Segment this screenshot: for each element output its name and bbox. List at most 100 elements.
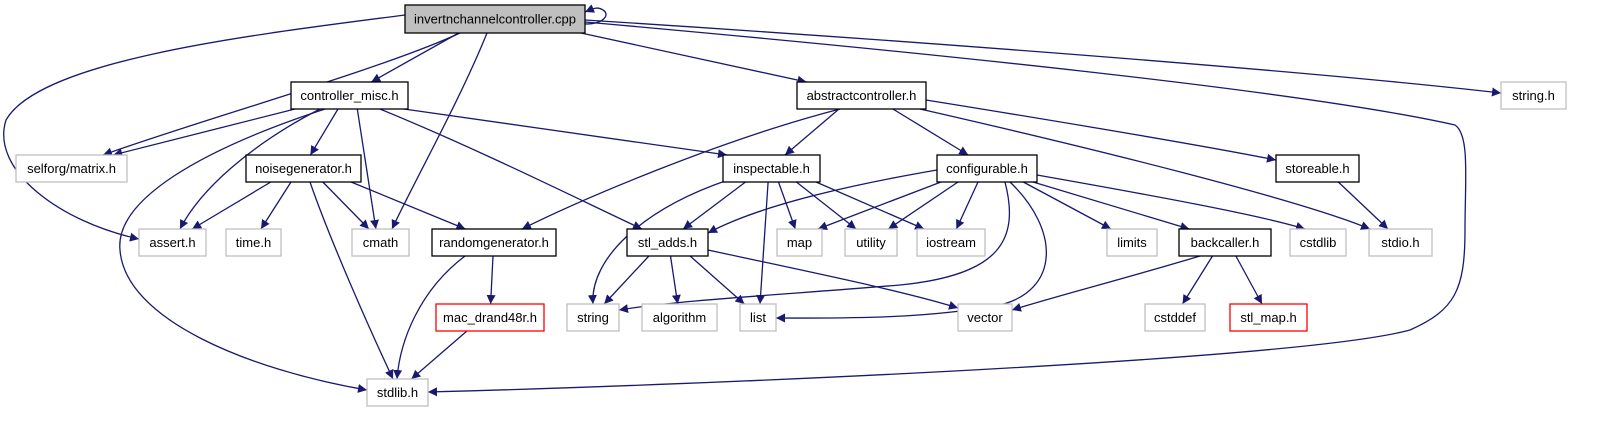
edge-noisegenerator-to-stdlib: [309, 181, 394, 380]
node-randomgenerator[interactable]: randomgenerator.h: [431, 228, 557, 257]
node-time: time.h: [225, 228, 282, 257]
edge-configurable-to-limits: [1022, 181, 1112, 230]
node-label: iostream: [926, 235, 976, 250]
node-label: inspectable.h: [733, 161, 810, 176]
node-matrix: selforg/matrix.h: [15, 154, 128, 183]
node-box: [1106, 228, 1158, 257]
edge-backcaller-to-vector: [1011, 255, 1201, 312]
node-assert: assert.h: [138, 228, 207, 257]
edge-backcaller-to-stl-map: [1235, 255, 1263, 305]
node-stl-adds[interactable]: stl_adds.h: [626, 228, 709, 257]
edge-abstractcontroller-to-randomgenerator: [521, 108, 841, 230]
node-inspectable[interactable]: inspectable.h: [722, 154, 821, 183]
node-label: randomgenerator.h: [439, 235, 549, 250]
node-utility: utility: [844, 228, 898, 257]
edge-root-to-cmath: [391, 32, 488, 230]
node-algorithm: algorithm: [641, 303, 718, 332]
node-box: [1289, 228, 1347, 257]
node-map: map: [776, 228, 823, 257]
node-label: list: [750, 310, 766, 325]
node-box: [404, 4, 586, 34]
edge-root-to-matrix: [102, 32, 461, 157]
edge-randomgenerator-to-mac-drand48r: [486, 255, 496, 305]
edge-noisegenerator-to-randomgenerator: [350, 181, 466, 230]
node-label: limits: [1117, 235, 1147, 250]
node-box: [1275, 154, 1360, 183]
node-root: invertnchannelcontroller.cpp: [404, 4, 586, 34]
node-storeable[interactable]: storeable.h: [1275, 154, 1360, 183]
node-box: [796, 81, 927, 110]
node-box: [957, 303, 1013, 332]
node-label: stdio.h: [1381, 235, 1419, 250]
edge-inspectable-to-utility: [795, 181, 857, 230]
node-label: mac_drand48r.h: [443, 310, 537, 325]
node-box: [844, 228, 898, 257]
node-vector: vector: [957, 303, 1013, 332]
node-label: controller_misc.h: [300, 88, 398, 103]
node-label: configurable.h: [946, 161, 1028, 176]
node-label: selforg/matrix.h: [27, 161, 116, 176]
node-label: map: [787, 235, 812, 250]
node-stl-map: stl_map.h: [1229, 303, 1308, 332]
node-configurable[interactable]: configurable.h: [936, 154, 1038, 183]
node-controller-misc[interactable]: controller_misc.h: [290, 81, 409, 110]
edge-abstractcontroller-to-configurable: [892, 108, 969, 156]
edge-noisegenerator-to-time: [260, 181, 292, 230]
edge-configurable-to-utility: [888, 181, 959, 230]
edge-root-to-string-h: [584, 19, 1502, 97]
node-box: [15, 154, 128, 183]
edge-configurable-to-iostream: [955, 181, 979, 230]
node-mac-drand48r: mac_drand48r.h: [435, 303, 545, 332]
nodes-layer: invertnchannelcontroller.cpp controller_m…: [15, 4, 1567, 407]
node-label: abstractcontroller.h: [807, 88, 917, 103]
edge-controller-misc-to-stl-adds: [379, 108, 643, 230]
edge-controller-misc-to-matrix: [113, 108, 296, 158]
node-box: [366, 378, 429, 407]
edge-configurable-to-backcaller: [1032, 181, 1190, 231]
node-label: algorithm: [653, 310, 706, 325]
node-label: cstdlib: [1300, 235, 1337, 250]
node-label: vector: [967, 310, 1003, 325]
node-label: utility: [856, 235, 886, 250]
node-box: [626, 228, 709, 257]
edge-abstractcontroller-to-storeable: [925, 99, 1277, 163]
edge-stl-adds-to-vector: [707, 249, 959, 310]
node-cmath: cmath: [351, 228, 410, 257]
edge-root-to-stdlib: [427, 21, 1467, 397]
node-label: invertnchannelcontroller.cpp: [414, 12, 576, 27]
edge-configurable-to-string: [618, 181, 1011, 313]
edge-inspectable-to-list: [756, 181, 769, 305]
node-cstddef: cstddef: [1144, 303, 1206, 332]
edge-randomgenerator-to-stdlib: [393, 255, 466, 380]
node-limits: limits: [1106, 228, 1158, 257]
edge-controller-misc-to-stdlib: [119, 108, 368, 393]
edge-abstractcontroller-to-inspectable: [784, 108, 840, 156]
edge-stl-adds-to-algorithm: [669, 255, 681, 305]
node-label: backcaller.h: [1191, 235, 1260, 250]
edge-inspectable-to-stl-adds: [682, 181, 746, 230]
node-iostream: iostream: [916, 228, 986, 257]
node-backcaller[interactable]: backcaller.h: [1178, 228, 1272, 257]
node-label: noisegenerator.h: [255, 161, 352, 176]
node-box: [1368, 228, 1433, 257]
edge-root-to-abstractcontroller: [580, 32, 807, 85]
edge-configurable-to-stl-adds: [707, 169, 938, 234]
node-stdlib: stdlib.h: [366, 378, 429, 407]
edges-layer: [3, 4, 1502, 397]
node-box: [351, 228, 410, 257]
node-box: [776, 228, 823, 257]
edge-inspectable-to-iostream: [815, 181, 925, 230]
node-label: string.h: [1512, 88, 1555, 103]
edge-noisegenerator-to-assert: [191, 181, 272, 230]
node-label: stdlib.h: [377, 385, 418, 400]
node-stdio: stdio.h: [1368, 228, 1433, 257]
edge-root-to-assert: [3, 14, 406, 242]
edge-controller-misc-to-inspectable: [403, 108, 728, 159]
node-noisegenerator[interactable]: noisegenerator.h: [245, 154, 362, 183]
node-label: time.h: [236, 235, 271, 250]
node-box: [916, 228, 986, 257]
node-abstractcontroller[interactable]: abstractcontroller.h: [796, 81, 927, 110]
node-label: cmath: [363, 235, 398, 250]
node-box: [245, 154, 362, 183]
